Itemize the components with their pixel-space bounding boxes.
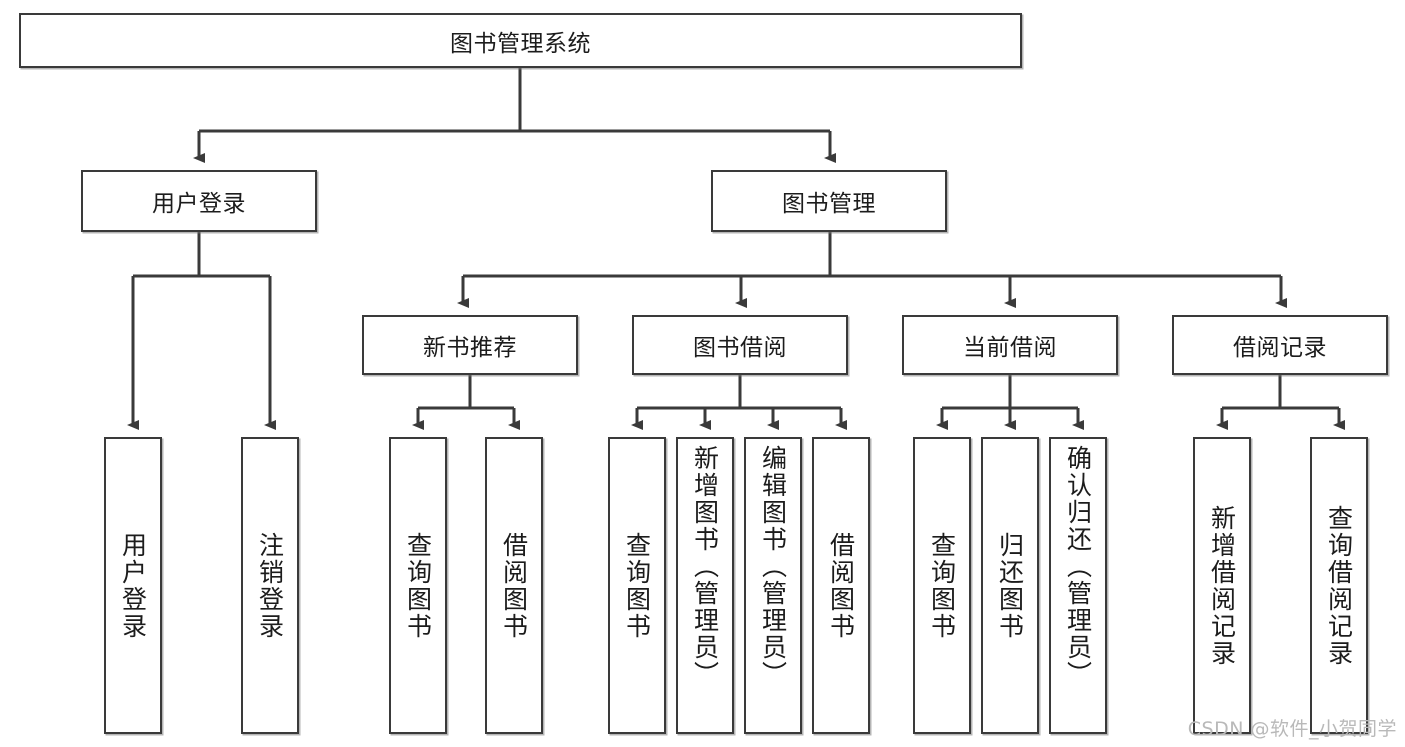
- node-label: 新书推荐: [423, 335, 517, 361]
- leaf-current-confirm-return-admin[interactable]: 确认归还（管理员）: [1049, 437, 1107, 734]
- leaf-record-add-record[interactable]: 新增借阅记录: [1193, 437, 1251, 734]
- leaf-user-login-signout[interactable]: 注销登录: [241, 437, 299, 734]
- node-label: 当前借阅: [963, 335, 1057, 361]
- node-label: 借阅图书: [499, 531, 529, 640]
- node-label: 图书管理: [782, 191, 876, 217]
- node-borrow-record[interactable]: 借阅记录: [1172, 315, 1388, 375]
- node-label: 编辑图书（管理员）: [758, 445, 788, 688]
- node-label: 归还图书: [995, 531, 1025, 640]
- node-user-login[interactable]: 用户登录: [81, 170, 317, 232]
- node-label: 查询图书: [927, 531, 957, 640]
- leaf-borrow-query-book[interactable]: 查询图书: [608, 437, 666, 734]
- node-label: 借阅图书: [826, 531, 856, 640]
- node-book-borrow[interactable]: 图书借阅: [632, 315, 848, 375]
- node-book-management[interactable]: 图书管理: [711, 170, 947, 232]
- leaf-recommend-query-book[interactable]: 查询图书: [389, 437, 447, 734]
- node-label: 用户登录: [118, 531, 148, 640]
- node-current-borrow[interactable]: 当前借阅: [902, 315, 1118, 375]
- leaf-borrow-borrow-book[interactable]: 借阅图书: [812, 437, 870, 734]
- watermark-text: CSDN @软件_小贺同学: [1187, 718, 1397, 740]
- leaf-user-login-signin[interactable]: 用户登录: [104, 437, 162, 734]
- node-label: 新增图书（管理员）: [690, 445, 720, 688]
- node-label: 查询图书: [403, 531, 433, 640]
- node-label: 查询图书: [622, 531, 652, 640]
- node-root-system[interactable]: 图书管理系统: [19, 13, 1022, 68]
- node-label: 图书管理系统: [450, 30, 591, 57]
- node-label: 图书借阅: [693, 335, 787, 361]
- leaf-recommend-borrow-book[interactable]: 借阅图书: [485, 437, 543, 734]
- node-label: 新增借阅记录: [1207, 504, 1237, 667]
- leaf-current-query-book[interactable]: 查询图书: [913, 437, 971, 734]
- node-label: 确认归还（管理员）: [1063, 445, 1093, 688]
- node-label: 注销登录: [255, 531, 285, 640]
- node-label: 查询借阅记录: [1324, 504, 1354, 667]
- node-new-book-recommend[interactable]: 新书推荐: [362, 315, 578, 375]
- node-label: 借阅记录: [1233, 335, 1327, 361]
- leaf-record-query-record[interactable]: 查询借阅记录: [1310, 437, 1368, 734]
- leaf-current-return-book[interactable]: 归还图书: [981, 437, 1039, 734]
- node-label: 用户登录: [152, 191, 246, 217]
- leaf-borrow-edit-book-admin[interactable]: 编辑图书（管理员）: [744, 437, 802, 734]
- leaf-borrow-add-book-admin[interactable]: 新增图书（管理员）: [676, 437, 734, 734]
